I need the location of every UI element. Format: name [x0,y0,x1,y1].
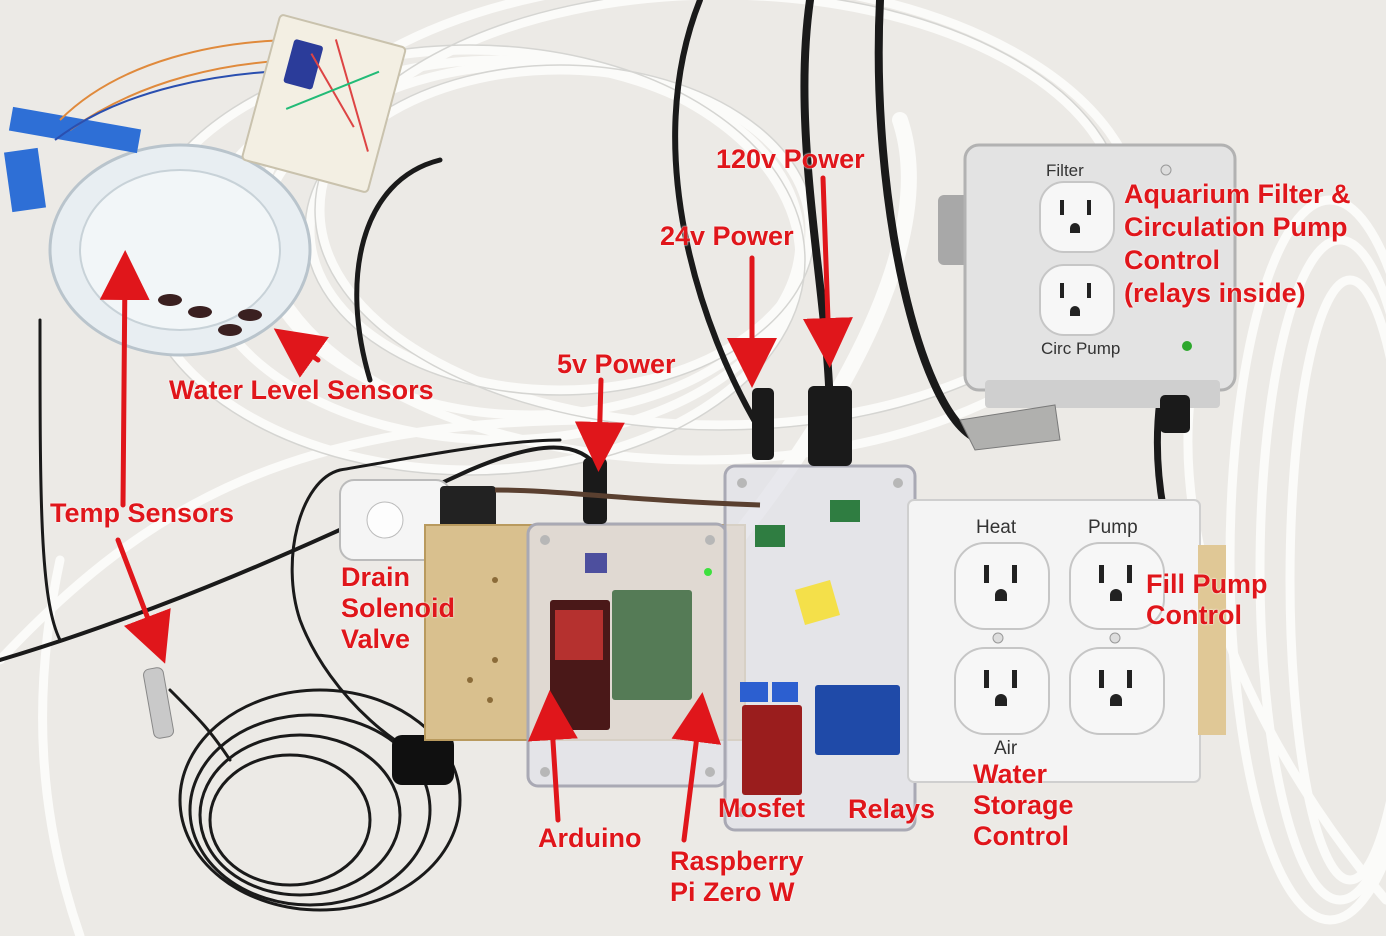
annotation-arrows [99,175,853,843]
label-24v-power: 24v Power [660,221,794,251]
outlet-plate-lower: Heat Pump Air [907,499,1201,783]
velcro-strap [392,735,454,785]
label-water-storage-control: Water Storage Control [973,759,1074,851]
label-arduino: Arduino [538,823,642,853]
label-mosfet: Mosfet [718,793,805,823]
label-raspberry-pi-zero-w: Raspberry Pi Zero W [670,846,804,907]
label-fill-pump-control: Fill Pump Control [1146,569,1268,630]
breadboard [241,14,407,193]
aquarium-control-box: Filter Circ Pump [938,143,1237,451]
label-drain-solenoid-valve: Drain Solenoid Valve [341,562,455,654]
outlet-label-air: Air [994,738,1018,759]
barrel-jack-24v [752,388,774,460]
outlet-label-circ-pump: Circ Pump [1041,339,1120,358]
barrel-jack-5v [583,458,607,524]
power-plug-120v [808,386,852,466]
outlet-label-filter: Filter [1046,161,1084,180]
outlet-label-pump: Pump [1088,517,1138,538]
relay-enclosure [723,464,917,832]
outlet-label-heat: Heat [976,517,1017,538]
wood-strip [1198,545,1226,735]
label-temp-sensors: Temp Sensors [50,498,235,528]
label-aquarium-filter-control: Aquarium Filter & Circulation Pump Contr… [1124,179,1351,308]
label-120v-power: 120v Power [716,144,865,174]
temp-probe [143,667,174,739]
label-5v-power: 5v Power [557,349,676,379]
label-relays: Relays [848,794,936,824]
label-water-level-sensors: Water Level Sensors [169,375,434,405]
